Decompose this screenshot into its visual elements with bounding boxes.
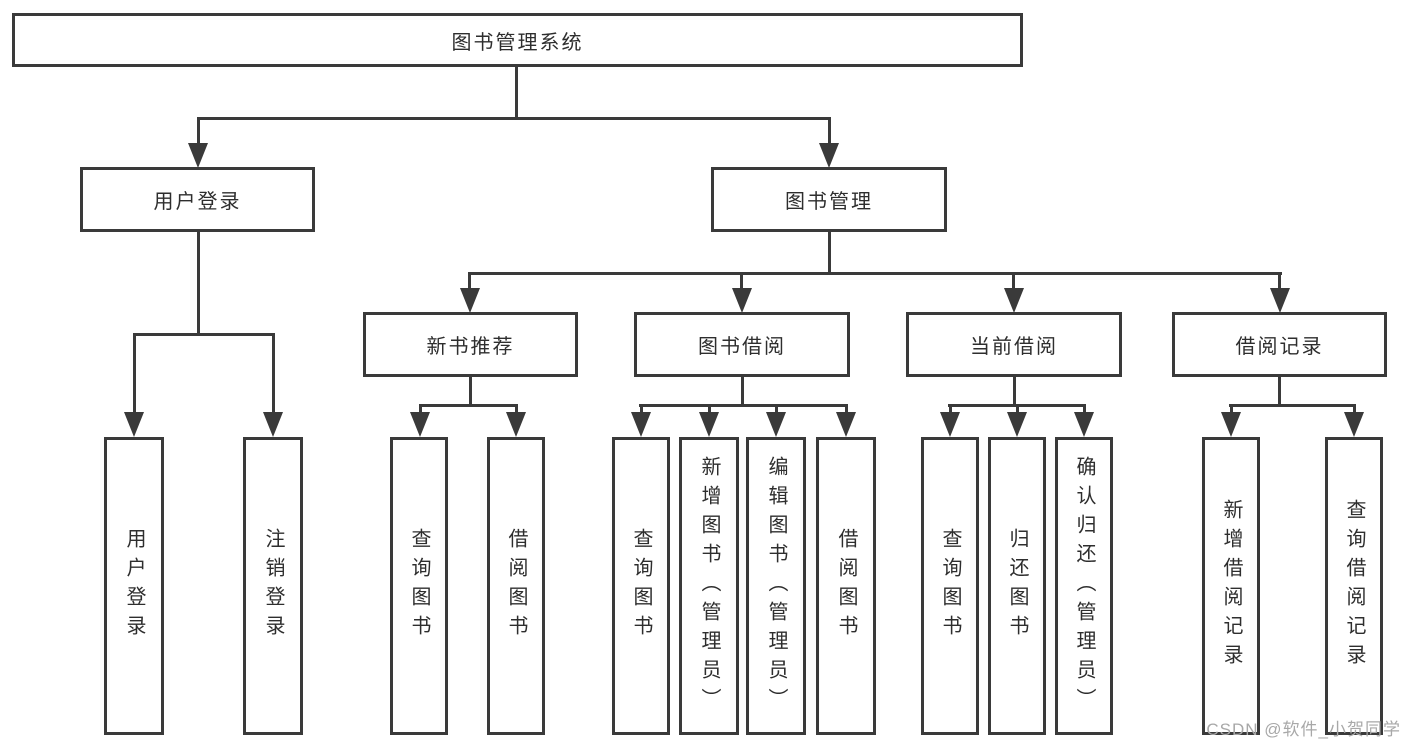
connector-stub-leaf-3: [419, 404, 422, 416]
connector-stub-leaf-7: [775, 404, 778, 416]
watermark: CSDN @软件_小贺同学: [1206, 720, 1401, 739]
node-borrowing-records: 借阅记录: [1172, 312, 1387, 377]
arrowhead-user-login: [188, 143, 208, 168]
connector-newbook-trunk: [469, 376, 472, 407]
node-book-borrowing: 图书借阅: [634, 312, 850, 377]
leaf-logout: 注销登录: [243, 437, 303, 735]
connector-drop-book-borrowing: [740, 272, 743, 291]
arrowhead-book-borrowing: [732, 288, 752, 313]
connector-stub-leaf-12: [1230, 404, 1233, 416]
node-new-book-recommendation: 新书推荐: [363, 312, 578, 377]
connector-stub-leaf-8: [845, 404, 848, 416]
arrowhead-leaf-query-current: [940, 412, 960, 437]
connector-level3-rail: [468, 272, 1282, 275]
connector-drop-book-management: [828, 117, 831, 147]
leaf-borrow-books-borrowing: 借阅图书: [816, 437, 876, 735]
leaf-query-books-recommend: 查询图书: [390, 437, 448, 735]
connector-newbook-rail: [419, 404, 518, 407]
arrowhead-leaf-edit-books: [766, 412, 786, 437]
connector-bookborrow-rail: [639, 404, 848, 407]
arrowhead-current-borrowing: [1004, 288, 1024, 313]
leaf-confirm-return-admin: 确认归还（管理员）: [1055, 437, 1113, 735]
connector-stub-leaf-9: [949, 404, 952, 416]
node-book-management: 图书管理: [711, 167, 947, 232]
connector-bookmgmt-trunk: [828, 231, 831, 275]
connector-drop-user-login: [197, 117, 200, 147]
leaf-add-borrow-record: 新增借阅记录: [1202, 437, 1260, 735]
connector-stub-leaf-4: [515, 404, 518, 416]
connector-records-trunk: [1278, 376, 1281, 407]
connector-drop-borrowing-records: [1278, 272, 1281, 291]
connector-root-trunk: [515, 66, 518, 119]
arrowhead-leaf-query-borrowing: [631, 412, 651, 437]
connector-records-rail: [1229, 404, 1356, 407]
arrowhead-leaf-query-record: [1344, 412, 1364, 437]
leaf-user-login: 用户登录: [104, 437, 164, 735]
arrowhead-leaf-logout: [263, 412, 283, 437]
arrowhead-leaf-add-books: [699, 412, 719, 437]
connector-drop-new-book: [468, 272, 471, 291]
connector-level2-rail: [197, 117, 831, 120]
connector-stub-leaf-10: [1016, 404, 1019, 416]
arrowhead-new-book: [460, 288, 480, 313]
arrowhead-leaf-borrow-borrowing: [836, 412, 856, 437]
node-current-borrowing: 当前借阅: [906, 312, 1122, 377]
connector-drop-leaf-logout: [272, 333, 275, 417]
connector-bookborrow-trunk: [741, 376, 744, 407]
leaf-add-books-admin: 新增图书（管理员）: [679, 437, 739, 735]
connector-stub-leaf-6: [708, 404, 711, 416]
connector-stub-leaf-11: [1083, 404, 1086, 416]
connector-userlogin-trunk: [197, 231, 200, 336]
arrowhead-leaf-add-record: [1221, 412, 1241, 437]
arrowhead-leaf-query-recommend: [410, 412, 430, 437]
connector-currentborrow-trunk: [1013, 376, 1016, 407]
arrowhead-leaf-user-login: [124, 412, 144, 437]
node-user-login: 用户登录: [80, 167, 315, 232]
connector-stub-leaf-5: [640, 404, 643, 416]
connector-userlogin-rail: [133, 333, 275, 336]
leaf-return-books: 归还图书: [988, 437, 1046, 735]
connector-drop-current-borrowing: [1012, 272, 1015, 291]
node-library-management-system: 图书管理系统: [12, 13, 1023, 67]
arrowhead-leaf-return-books: [1007, 412, 1027, 437]
leaf-edit-books-admin: 编辑图书（管理员）: [746, 437, 806, 735]
connector-stub-leaf-13: [1353, 404, 1356, 416]
arrowhead-leaf-borrow-recommend: [506, 412, 526, 437]
leaf-query-borrow-record: 查询借阅记录: [1325, 437, 1383, 735]
leaf-query-books-current: 查询图书: [921, 437, 979, 735]
leaf-query-books-borrowing: 查询图书: [612, 437, 670, 735]
connector-drop-leaf-user-login: [133, 333, 136, 417]
leaf-borrow-books-recommend: 借阅图书: [487, 437, 545, 735]
arrowhead-book-management: [819, 143, 839, 168]
arrowhead-borrowing-records: [1270, 288, 1290, 313]
arrowhead-leaf-confirm-return: [1074, 412, 1094, 437]
